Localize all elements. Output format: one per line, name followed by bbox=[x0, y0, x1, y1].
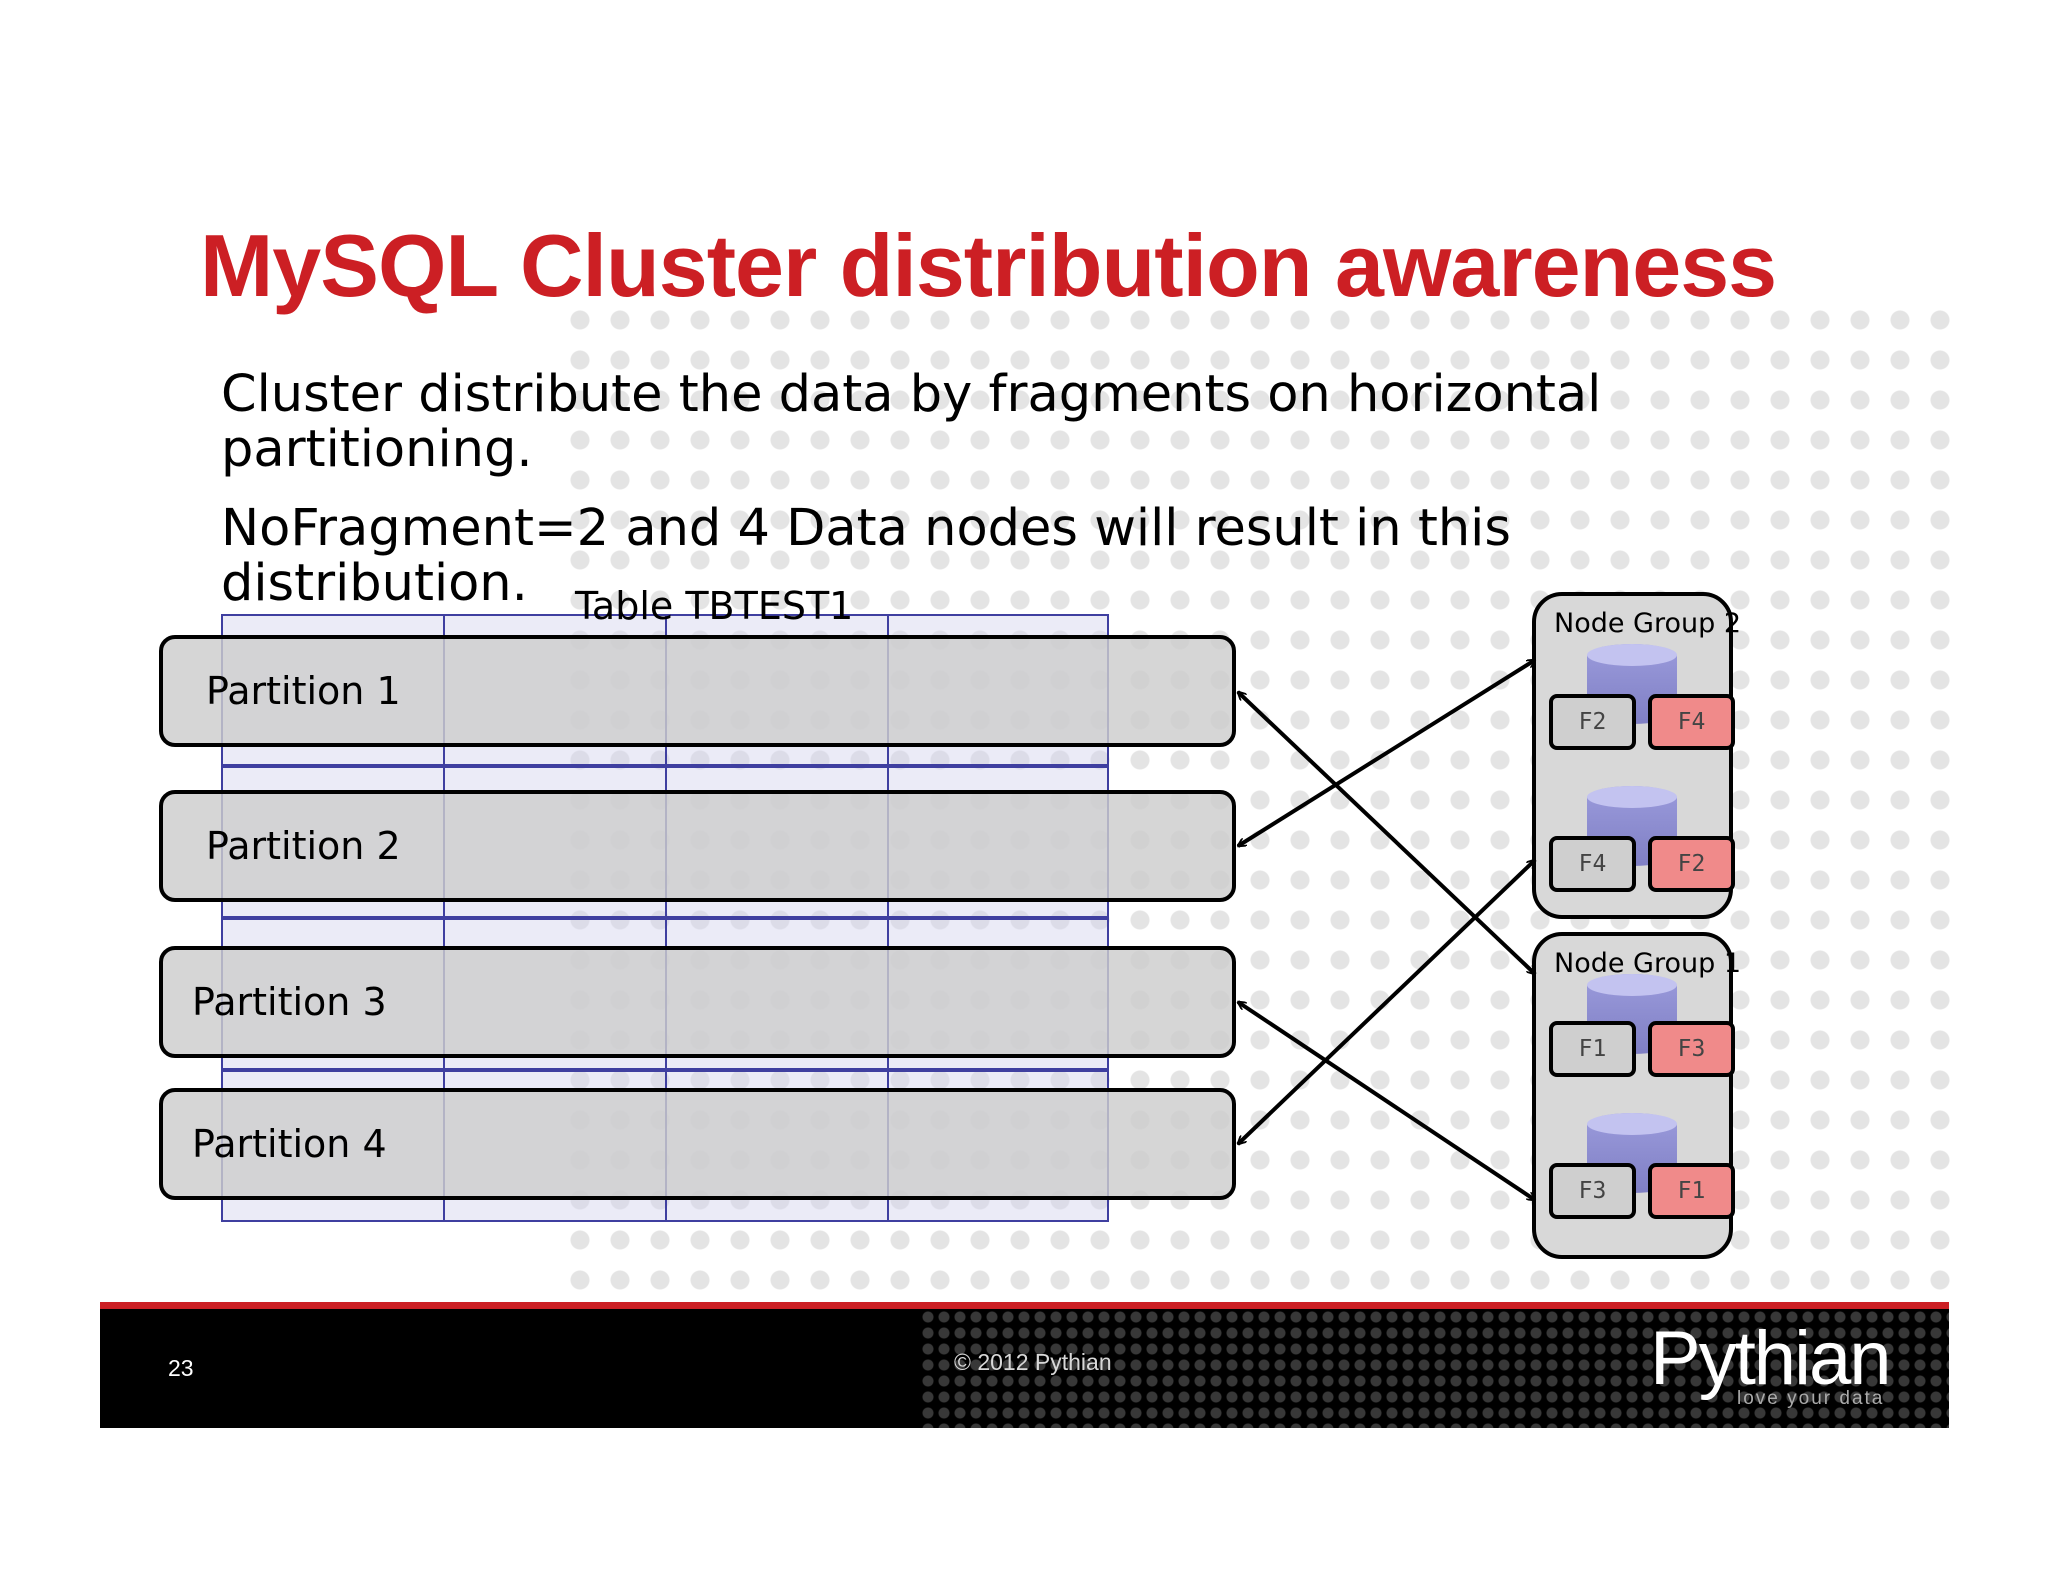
fragment-box: F4 bbox=[1648, 694, 1735, 750]
table-label: Table TBTEST1 bbox=[575, 584, 854, 628]
fragment-box: F2 bbox=[1549, 694, 1636, 750]
paragraph-1: Cluster distribute the data by fragments… bbox=[221, 365, 1602, 479]
fragment-box: F3 bbox=[1648, 1021, 1735, 1077]
pythian-logo: Pythian bbox=[1650, 1316, 1891, 1401]
footer-dot-pattern bbox=[920, 1309, 1949, 1428]
node-group-label: Node Group 1 bbox=[1554, 948, 1742, 979]
partition-3: Partition 3 bbox=[159, 946, 1236, 1058]
paragraph-2: NoFragment=2 and 4 Data nodes will resul… bbox=[221, 499, 1511, 613]
partition-label: Partition 2 bbox=[206, 824, 401, 868]
partition-1: Partition 1 bbox=[159, 635, 1236, 747]
copyright-text: © 2012 Pythian bbox=[954, 1349, 1112, 1375]
slide-title: MySQL Cluster distribution awareness bbox=[200, 216, 1777, 315]
partition-label: Partition 4 bbox=[192, 1122, 387, 1166]
footer-bar bbox=[100, 1309, 1949, 1428]
partition-label: Partition 1 bbox=[206, 669, 401, 713]
fragment-box: F3 bbox=[1549, 1163, 1636, 1219]
fragment-box: F2 bbox=[1648, 836, 1735, 892]
arrow-partition-2-node-group-2 bbox=[1238, 658, 1535, 848]
partition-label: Partition 3 bbox=[192, 980, 387, 1024]
footer-accent-line bbox=[100, 1302, 1949, 1309]
page-number: 23 bbox=[168, 1355, 194, 1381]
fragment-box: F4 bbox=[1549, 836, 1636, 892]
arrow-partition-1-node-group-1 bbox=[1238, 692, 1535, 974]
partition-2: Partition 2 bbox=[159, 790, 1236, 902]
logo-tagline: love your data bbox=[1737, 1388, 1885, 1409]
fragment-box: F1 bbox=[1549, 1021, 1636, 1077]
fragment-box: F1 bbox=[1648, 1163, 1735, 1219]
node-group-label: Node Group 2 bbox=[1554, 608, 1742, 639]
arrow-partition-4-node-group-2 bbox=[1238, 860, 1535, 1144]
partition-4: Partition 4 bbox=[159, 1088, 1236, 1200]
node-group-2: Node Group 2 F2 F4 F4 F2 bbox=[1532, 592, 1741, 919]
node-group-1: Node Group 1 F1 F3 F3 F1 bbox=[1532, 932, 1741, 1259]
